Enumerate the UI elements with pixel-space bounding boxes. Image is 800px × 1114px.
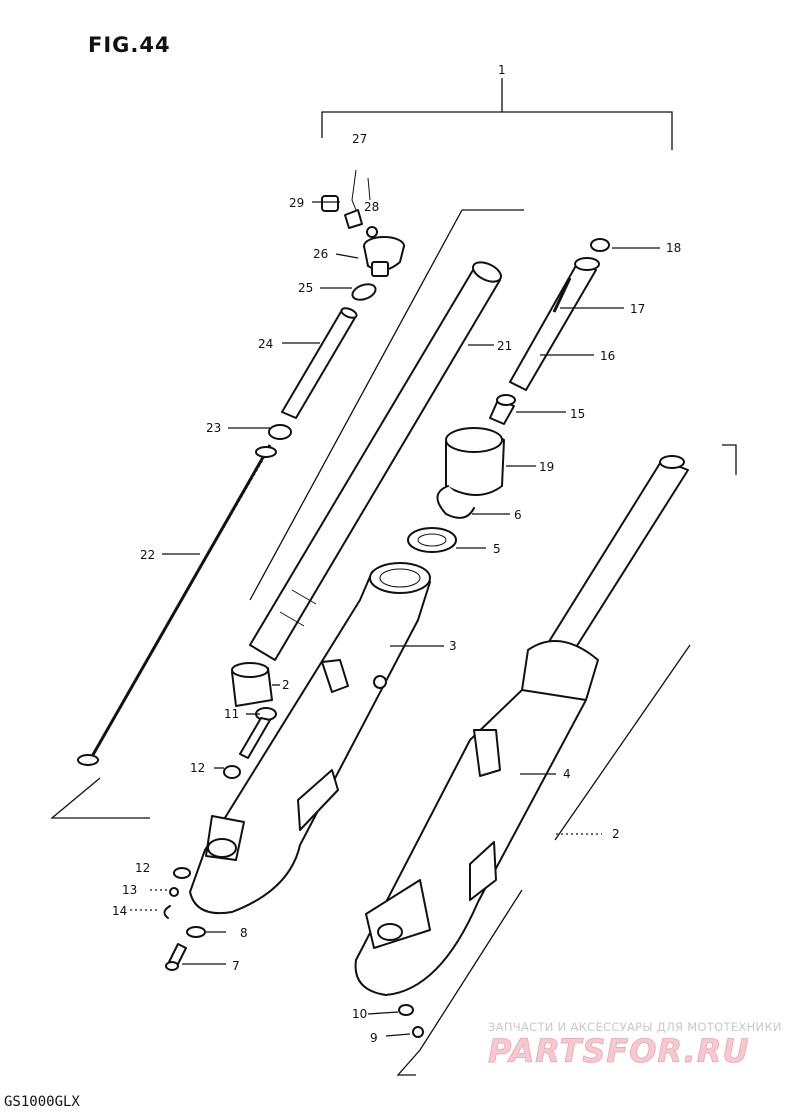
outer-tube-3 bbox=[189, 562, 431, 914]
drain-bolt-7 bbox=[165, 943, 187, 971]
fork-cap-26 bbox=[363, 236, 405, 277]
gasket-10 bbox=[398, 1004, 414, 1016]
part-number: 4 bbox=[563, 767, 571, 781]
clip-13 bbox=[169, 887, 179, 897]
oil-seal-5 bbox=[407, 527, 457, 553]
model-code: GS1000GLX bbox=[4, 1094, 80, 1110]
part-number: 1 bbox=[498, 63, 506, 77]
part-number: 26 bbox=[313, 247, 328, 261]
part-number: 15 bbox=[570, 407, 585, 421]
fork-spring-22 bbox=[77, 444, 277, 766]
part-number: 14 bbox=[112, 904, 127, 918]
part-number: 28 bbox=[364, 200, 379, 214]
figure-title: FIG.44 bbox=[88, 33, 171, 57]
part-number: 19 bbox=[539, 460, 554, 474]
part-number: 10 bbox=[352, 1007, 367, 1021]
inner-tube-21 bbox=[249, 261, 503, 661]
part-labels: 1 2 2 3 4 5 6 7 8 9 10 11 12 12 13 14 15… bbox=[112, 63, 681, 1045]
part-number: 9 bbox=[370, 1031, 378, 1045]
part-number: 13 bbox=[122, 883, 137, 897]
part-number: 3 bbox=[449, 639, 457, 653]
part-number: 22 bbox=[140, 548, 155, 562]
part-number: 18 bbox=[666, 241, 681, 255]
watermark-logo: PARTSFOR.RU bbox=[488, 1032, 749, 1070]
part-number: 21 bbox=[497, 339, 512, 353]
bushing-2 bbox=[231, 662, 273, 707]
part-number: 27 bbox=[352, 132, 367, 146]
part-number: 7 bbox=[232, 959, 240, 973]
part-number: 2 bbox=[282, 678, 290, 692]
part-number: 23 bbox=[206, 421, 221, 435]
assembly-bracket bbox=[321, 78, 673, 150]
spring-seat-23 bbox=[268, 424, 292, 440]
gasket-8 bbox=[186, 926, 206, 938]
part-number: 25 bbox=[298, 281, 313, 295]
rebound-spring-18 bbox=[590, 238, 610, 252]
washer-12b bbox=[173, 867, 191, 879]
plug-bolt-29 bbox=[321, 195, 339, 212]
right-group-outline bbox=[396, 444, 737, 1076]
oil-lock-piece-15 bbox=[489, 394, 516, 425]
part-number: 5 bbox=[493, 542, 501, 556]
o-ring-28 bbox=[366, 226, 378, 238]
damper-rod-16 bbox=[509, 257, 600, 391]
part-number: 8 bbox=[240, 926, 248, 940]
o-ring-25 bbox=[351, 283, 377, 301]
part-number: 6 bbox=[514, 508, 522, 522]
air-valve-27 bbox=[344, 169, 371, 229]
spacer-tube-24 bbox=[281, 307, 358, 419]
part-number: 16 bbox=[600, 349, 615, 363]
clip-14 bbox=[163, 905, 171, 919]
part-number: 2 bbox=[612, 827, 620, 841]
left-group-outline bbox=[50, 209, 524, 819]
washer-12 bbox=[223, 765, 241, 779]
watermark-tagline: ЗАПЧАСТИ И АКСЕССУАРЫ ДЛЯ МОТОТЕХНИКИ bbox=[488, 1020, 782, 1034]
part-number: 24 bbox=[258, 337, 273, 351]
drain-screw-9 bbox=[412, 1026, 424, 1038]
part-number: 12 bbox=[190, 761, 205, 775]
leader-lines bbox=[130, 201, 660, 1037]
part-number: 12 bbox=[135, 861, 150, 875]
part-number: 11 bbox=[224, 707, 239, 721]
part-number: 17 bbox=[630, 302, 645, 316]
part-number: 29 bbox=[289, 196, 304, 210]
dust-seal-19 bbox=[445, 427, 505, 496]
watermark: ЗАПЧАСТИ И АКСЕССУАРЫ ДЛЯ МОТОТЕХНИКИ PA… bbox=[488, 1020, 782, 1070]
stopper-ring-6 bbox=[436, 485, 475, 519]
outer-tube-4 bbox=[354, 455, 689, 996]
